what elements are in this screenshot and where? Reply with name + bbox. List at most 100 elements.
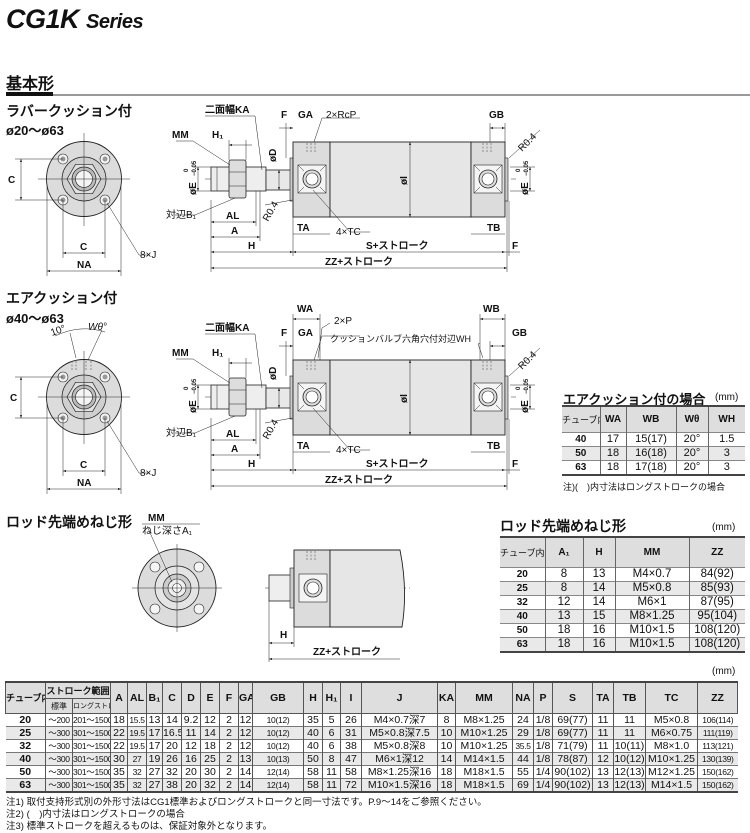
table-cell: M6×1 — [614, 595, 689, 610]
header-cell: チューブ内径 — [500, 537, 545, 568]
table-cell: 14 — [200, 726, 220, 740]
series-code: CG1K — [6, 4, 80, 34]
header-row: チューブ内径WAWBWθWH — [562, 406, 745, 433]
table-cell: 50 — [303, 752, 323, 766]
table-cell: 108(120) — [688, 637, 745, 652]
air-table-note: 注)( )内寸法はロングストロークの場合 — [563, 482, 725, 492]
table-cell: 78(87) — [552, 752, 593, 766]
rod-end-title: ロッド先端めねじ形 — [6, 514, 132, 530]
table-cell: 20° — [675, 460, 708, 475]
table-cell: M8×1.0 — [645, 739, 698, 753]
table-cell: 30 — [200, 765, 220, 779]
table-cell: 85(93) — [688, 581, 745, 596]
table-cell: 11 — [592, 726, 614, 740]
table-cell: 1/4 — [533, 765, 553, 779]
table-cell: 35 — [110, 765, 128, 779]
table-cell: 16 — [582, 623, 615, 638]
table-cell: 40 — [303, 726, 323, 740]
header-subrow: 標準 ロングストローク — [6, 698, 738, 714]
table-cell: 108(120) — [688, 623, 745, 638]
label-r04-rear: R0.4 — [516, 349, 539, 372]
series-title: CG1K Series — [6, 4, 144, 35]
heading-underline — [6, 92, 53, 96]
table-cell: 40 — [303, 739, 323, 753]
table-cell: 40 — [500, 609, 545, 624]
header-tube-bore: チューブ内径 — [5, 681, 46, 714]
table-cell: 25 — [200, 752, 220, 766]
label-oe-rear: øE — [520, 400, 531, 413]
table-cell: 15.5 — [127, 713, 147, 727]
table-cell: 18 — [544, 623, 583, 638]
label-ga: GA — [298, 110, 313, 121]
table-cell: 29 — [512, 726, 534, 740]
header-zz: ZZ — [697, 681, 739, 714]
table-cell: 26 — [340, 713, 362, 727]
rubber-cushion-range: ø20〜ø63 — [6, 123, 64, 138]
label-wa: WA — [297, 304, 313, 315]
table-cell: 14 — [582, 595, 615, 610]
table-cell: 10(11) — [613, 739, 646, 753]
table-cell: 72 — [340, 778, 362, 792]
table-cell: 40 — [562, 432, 600, 447]
label-wtheta: Wθ° — [88, 322, 107, 333]
table-cell: 2 — [219, 765, 239, 779]
table-cell: 25 — [5, 726, 46, 740]
table-cell: 90(102) — [552, 778, 593, 792]
label-oe-front: øE — [188, 182, 199, 195]
label-oe-tolerance-upper: 0 — [184, 168, 190, 172]
label-s-stroke: S+ストローク — [366, 458, 429, 470]
table-cell: 10 — [437, 739, 456, 753]
table-cell: 58 — [303, 778, 323, 792]
header-ka: KA — [437, 681, 457, 714]
table-cell: 90(102) — [552, 765, 593, 779]
table-cell: M14×1.5 — [455, 752, 513, 766]
table-cell: 11 — [613, 713, 646, 727]
header-row: チューブ内径A₁HMMZZ — [500, 537, 745, 568]
table-cell: 1/8 — [533, 726, 553, 740]
series-word: Series — [86, 11, 144, 33]
label-ta: TA — [297, 223, 310, 234]
header-standard: 標準 — [45, 698, 73, 714]
label-tb: TB — [487, 223, 500, 234]
table-cell: 16 — [582, 637, 615, 652]
table-cell: 〜300 — [45, 726, 73, 740]
label-oe-front: øE — [188, 400, 199, 413]
table-cell: 150(162) — [697, 765, 738, 779]
table-cell: 301〜1500 — [71, 765, 111, 779]
table-cell: 20° — [675, 432, 708, 447]
table-cell: M5×0.8深7.5 — [361, 726, 438, 740]
label-cushion-valve: クッションバルブ六角穴付対辺WH — [330, 333, 471, 344]
label-a: A — [231, 444, 238, 455]
table-cell: 10(13) — [252, 752, 304, 766]
table-cell: 11 — [181, 726, 201, 740]
label-c-vertical: C — [8, 175, 15, 186]
table-cell: 12 — [181, 739, 201, 753]
table-cell: 30 — [110, 752, 128, 766]
header-tc: TC — [645, 681, 699, 714]
table-cell: 11 — [322, 765, 341, 779]
table-cell: 35 — [110, 778, 128, 792]
header-na: NA — [512, 681, 535, 714]
label-f-bottom: F — [512, 241, 518, 252]
label-oe-rear-tolerance-upper: 0 — [516, 386, 522, 390]
label-ga: GA — [298, 328, 313, 339]
label-mm: MM — [148, 513, 165, 524]
table-cell: 69 — [512, 778, 534, 792]
label-port: 2×P — [334, 316, 352, 327]
table-cell: M5×0.8 — [645, 713, 698, 727]
table-cell: 32 — [200, 778, 220, 792]
table-cell: 20 — [5, 713, 46, 727]
table-cell: 2 — [219, 778, 239, 792]
table-cell: 58 — [340, 765, 362, 779]
table-cell: 16(18) — [625, 446, 676, 461]
table-cell: 84(92) — [688, 567, 745, 582]
table-cell: 18 — [599, 460, 626, 475]
table-cell: 15(17) — [625, 432, 676, 447]
table-cell: 113(121) — [697, 739, 738, 753]
table-cell: 18 — [200, 739, 220, 753]
